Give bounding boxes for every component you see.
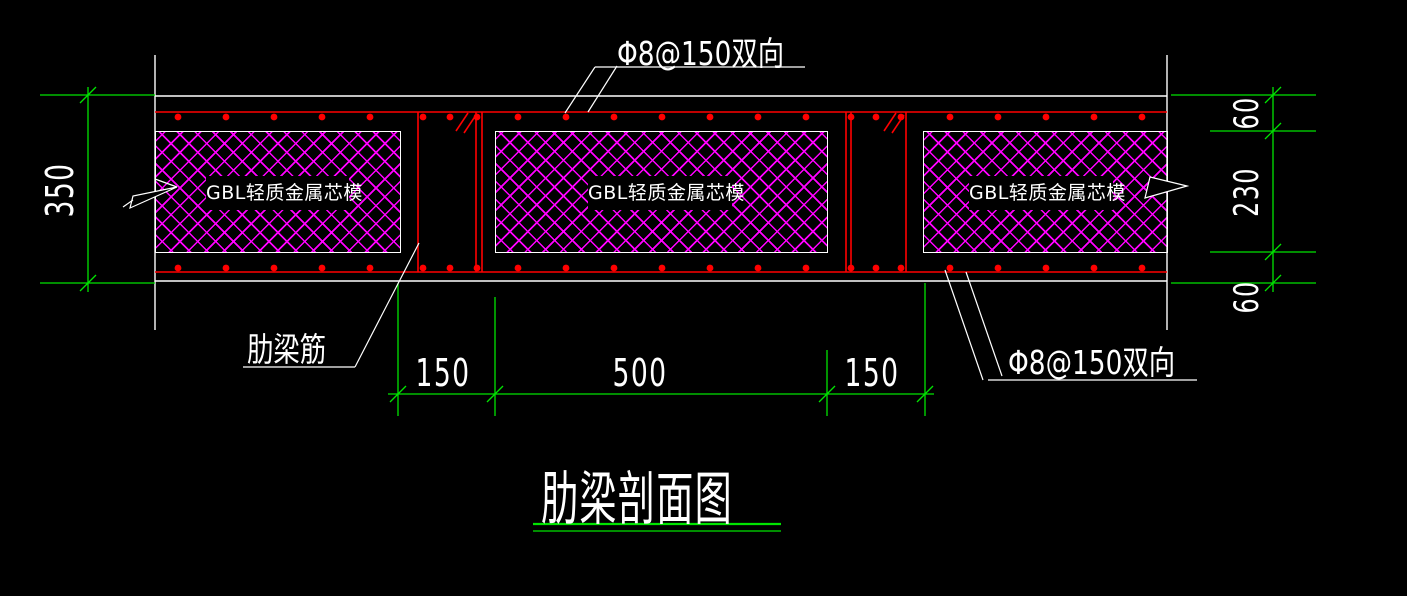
top-rebar-label: Φ8@150双向 [617, 34, 785, 73]
dim-left-350: 350 [38, 162, 82, 218]
slab-outline [154, 55, 1168, 330]
break-marks [122, 176, 1190, 210]
core-mold-label-3: GBL轻质金属芯模 [969, 176, 1125, 210]
dim-bottom-500: 500 [612, 351, 668, 395]
dim-bottom-150-right: 150 [844, 351, 900, 395]
dim-right-60-bottom: 60 [1227, 280, 1267, 314]
dim-right-60-top: 60 [1227, 96, 1267, 130]
bottom-rebar-label: Φ8@150双向 [1008, 343, 1176, 382]
rib-reinforcement-label: 肋梁筋 [247, 330, 327, 369]
rebar-dots [174, 113, 1146, 272]
dim-bottom-150-left: 150 [415, 351, 471, 395]
dim-right-230: 230 [1227, 167, 1267, 217]
drawing-title: 肋梁剖面图 [541, 465, 734, 533]
core-mold-label-2: GBL轻质金属芯模 [588, 176, 744, 210]
title-underline [533, 522, 781, 532]
dimension-lines [40, 86, 1316, 416]
core-mold-label-1: GBL轻质金属芯模 [206, 176, 362, 210]
leader-lines [243, 65, 1197, 381]
rebar-lines [155, 111, 1167, 273]
rib-stirrups [417, 112, 907, 272]
